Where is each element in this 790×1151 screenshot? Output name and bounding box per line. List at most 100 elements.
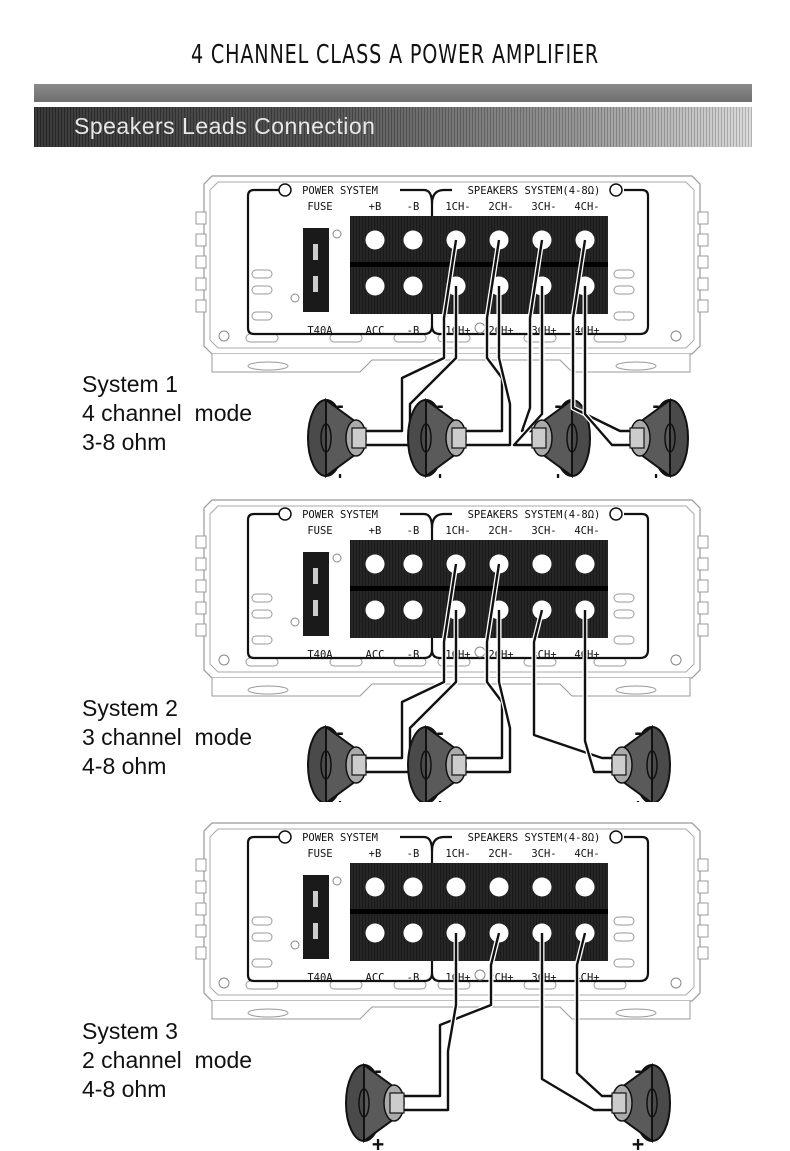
negative-polarity-label: - xyxy=(335,723,346,744)
speaker-wire xyxy=(400,933,458,1112)
system-impedance: 4-8 ohm xyxy=(82,753,167,779)
mount-flange xyxy=(211,678,691,697)
speaker-icon xyxy=(611,1063,671,1143)
speaker-wire xyxy=(532,609,616,760)
terminal-screw-bottom xyxy=(403,600,423,620)
outline-ring xyxy=(609,830,623,844)
positive-polarity-label: + xyxy=(372,1132,384,1151)
speaker-dustcap xyxy=(646,750,658,780)
speaker-icon xyxy=(611,725,671,802)
terminal-label-top: 4CH- xyxy=(574,201,599,213)
terminal-screw-top xyxy=(575,877,595,897)
terminal-screw-top xyxy=(403,554,423,574)
mount-slot xyxy=(247,361,289,371)
mount-slot xyxy=(247,685,289,695)
speaker-wire xyxy=(571,239,634,433)
speaker-terminal xyxy=(531,427,547,449)
vent-slot xyxy=(613,609,635,619)
speaker-terminal xyxy=(451,754,467,776)
heatsink-fin-right xyxy=(697,924,709,938)
amp-chassis-inner xyxy=(209,505,695,673)
terminal-label-top: 4CH- xyxy=(574,848,599,860)
vent-slot xyxy=(613,958,635,968)
heatsink-fin-right xyxy=(697,255,709,269)
screw-hole xyxy=(670,977,682,989)
vent-slot xyxy=(613,593,635,603)
indicator-hole xyxy=(290,293,300,303)
heatsink-fin-left xyxy=(195,601,207,615)
speaker-dustcap xyxy=(320,750,332,780)
heatsink-fin-left xyxy=(195,858,207,872)
terminal-screw-top xyxy=(489,877,509,897)
terminal-block-divider xyxy=(350,262,608,267)
heatsink-fin-right xyxy=(697,535,709,549)
terminal-label-bottom: 2CH+ xyxy=(488,972,513,984)
system-name: System 3 xyxy=(82,1018,178,1044)
heatsink-fin-left xyxy=(195,623,207,637)
system-impedance: 3-8 ohm xyxy=(82,429,167,455)
terminal-label-top: 3CH- xyxy=(531,848,556,860)
speaker-terminal xyxy=(611,754,627,776)
screw-hole xyxy=(218,977,230,989)
terminal-screw-top xyxy=(365,554,385,574)
heatsink-fin-left xyxy=(195,946,207,960)
speaker-terminal xyxy=(629,427,645,449)
speaker-terminal xyxy=(351,754,367,776)
heatsink-fin-right xyxy=(697,946,709,960)
heatsink-fin-right xyxy=(697,601,709,615)
terminal-label-top: 2CH- xyxy=(488,525,513,537)
indicator-hole xyxy=(332,553,342,563)
speaker-dustcap xyxy=(358,1088,370,1118)
speaker-icon xyxy=(407,398,467,478)
speaker-dustcap xyxy=(420,750,432,780)
terminal-screw-top xyxy=(403,230,423,250)
mount-flange xyxy=(211,1001,691,1020)
power-section-outline xyxy=(246,512,434,660)
speaker-section-outline xyxy=(430,512,650,660)
speaker-wire xyxy=(575,932,616,1098)
system-mode: 3 channel mode xyxy=(82,724,253,750)
indicator-hole xyxy=(474,646,486,658)
speaker-dustcap xyxy=(664,423,676,453)
heatsink-fin-right xyxy=(697,623,709,637)
terminal-label-top: 2CH- xyxy=(488,848,513,860)
vent-slot xyxy=(251,269,273,279)
speaker-section-outline xyxy=(430,835,650,983)
vent-slot xyxy=(251,593,273,603)
system-3-label: System 3 2 channel mode 4-8 ohm xyxy=(82,1017,252,1104)
terminal-label-bottom: -B xyxy=(407,325,420,337)
indicator-hole xyxy=(290,617,300,627)
heatsink-fin-right xyxy=(697,211,709,225)
mount-slot xyxy=(615,1008,657,1018)
terminal-label-top: +B xyxy=(369,848,382,860)
speaker-wire xyxy=(462,239,504,433)
power-system-label: POWER SYSTEM xyxy=(302,832,378,844)
vent-slot xyxy=(613,916,635,926)
system-2-label: System 2 3 channel mode 4-8 ohm xyxy=(82,694,252,781)
speaker-terminal xyxy=(351,427,367,449)
speaker-wire xyxy=(512,286,544,447)
speaker-wire xyxy=(583,286,634,447)
negative-polarity-label: - xyxy=(435,723,446,744)
fuse-blade xyxy=(313,891,318,907)
terminal-block-divider xyxy=(350,909,608,914)
vent-slot xyxy=(613,311,635,321)
speaker-icon xyxy=(629,398,689,478)
speaker-terminal xyxy=(611,1092,627,1114)
indicator-hole xyxy=(290,940,300,950)
vent-slot xyxy=(251,285,273,295)
terminal-label-top: 1CH- xyxy=(445,525,470,537)
amp-chassis-inner xyxy=(209,828,695,996)
speaker-wire xyxy=(362,610,458,774)
vent-slot xyxy=(251,916,273,926)
terminal-screw-top xyxy=(403,877,423,897)
fuse-holder xyxy=(303,552,329,636)
speakers-system-label: SPEAKERS SYSTEM(4-8Ω) xyxy=(468,832,601,844)
heatsink-fin-left xyxy=(195,880,207,894)
power-system-label: POWER SYSTEM xyxy=(302,185,378,197)
positive-polarity-label: + xyxy=(632,794,644,802)
vent-slot xyxy=(251,635,273,645)
